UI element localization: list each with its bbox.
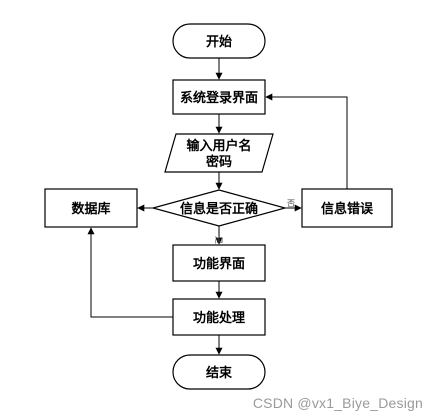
edge-label-no: 否 [287, 199, 295, 208]
function-screen-label: 功能界面 [193, 256, 245, 272]
database-box: 数据库 [44, 188, 138, 228]
error-label: 信息错误 [321, 201, 374, 217]
processing-process: 功能处理 [172, 298, 266, 336]
login-screen-label: 系统登录界面 [180, 90, 258, 106]
login-screen-process: 系统登录界面 [172, 79, 266, 115]
decision-label: 信息是否正确 [180, 201, 258, 217]
end-terminator: 结束 [172, 354, 266, 390]
input-credentials-io: 输入用户名 密码 [164, 133, 274, 173]
error-box: 信息错误 [301, 188, 393, 228]
database-label: 数据库 [71, 201, 110, 217]
edge-label-yes: 是 [214, 236, 223, 244]
input-label-line2: 密码 [205, 154, 232, 170]
watermark: CSDN @vx1_Biye_Design [252, 395, 423, 411]
start-label: 开始 [206, 34, 232, 50]
arrow-error-to-login [265, 93, 348, 189]
start-terminator: 开始 [172, 23, 266, 59]
arrow-processing-to-database [87, 227, 173, 318]
validation-decision: 信息是否正确 [150, 189, 288, 227]
function-screen-process: 功能界面 [172, 244, 266, 282]
end-label: 结束 [206, 365, 233, 381]
input-label-line1: 输入用户名 [186, 138, 251, 154]
processing-label: 功能处理 [193, 310, 245, 326]
